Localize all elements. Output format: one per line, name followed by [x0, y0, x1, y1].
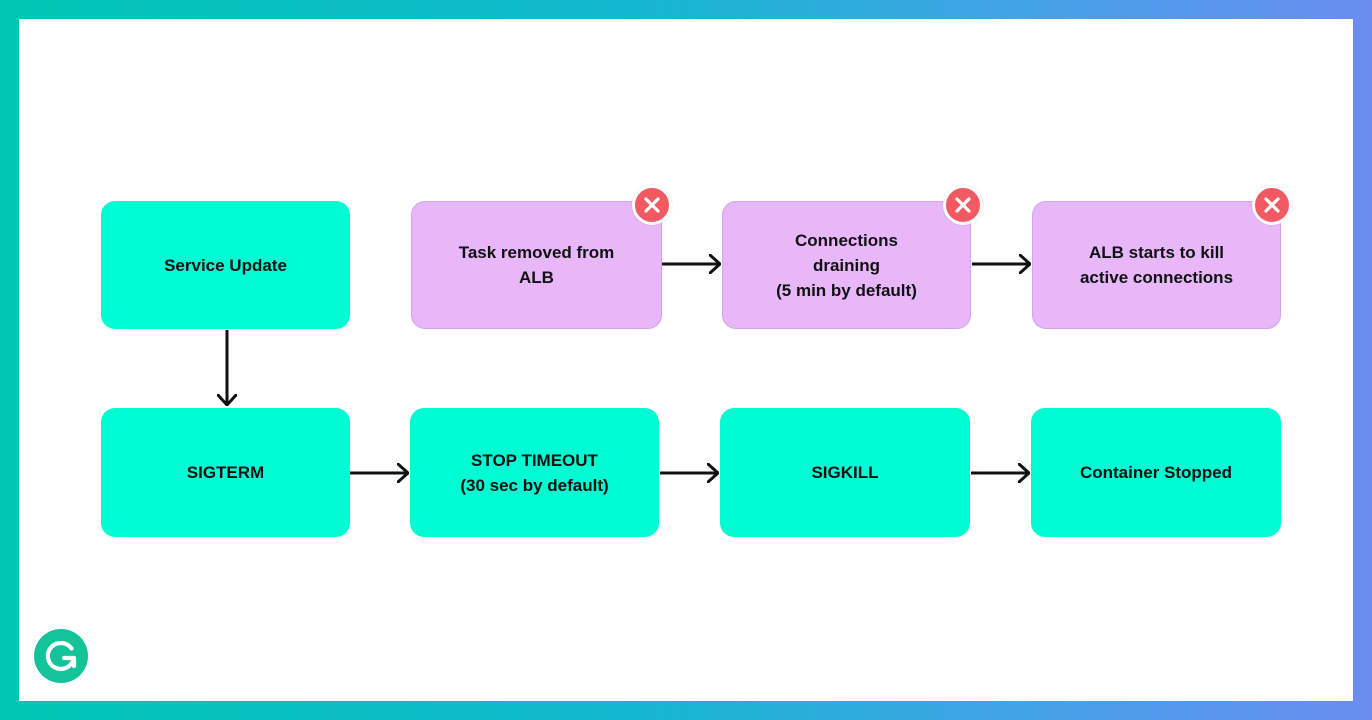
node-alb-kill-label: ALB starts to kill active connections — [1079, 243, 1234, 287]
node-sigkill-label: SIGKILL — [811, 463, 879, 482]
node-container-stopped-label: Container Stopped — [1079, 463, 1233, 482]
close-icon — [632, 185, 672, 225]
node-connections-draining: Connections draining (5 min by default) — [722, 201, 971, 329]
node-sigterm: SIGTERM — [101, 408, 350, 537]
diagram-canvas — [19, 19, 1353, 701]
node-task-removed: Task removed from ALB — [411, 201, 662, 329]
node-stop-timeout-label: STOP TIMEOUT (30 sec by default) — [460, 450, 609, 495]
node-service-update: Service Update — [101, 201, 350, 329]
node-alb-kill: ALB starts to kill active connections — [1032, 201, 1281, 329]
node-sigterm-label: SIGTERM — [186, 463, 265, 482]
node-sigkill: SIGKILL — [720, 408, 970, 537]
node-container-stopped: Container Stopped — [1031, 408, 1281, 537]
grammarly-logo-icon — [34, 629, 88, 683]
node-task-removed-label: Task removed from ALB — [458, 243, 615, 287]
node-connections-draining-label: Connections draining (5 min by default) — [776, 230, 917, 300]
node-stop-timeout: STOP TIMEOUT (30 sec by default) — [410, 408, 659, 537]
node-service-update-label: Service Update — [164, 255, 287, 275]
close-icon — [1252, 185, 1292, 225]
close-icon — [943, 185, 983, 225]
